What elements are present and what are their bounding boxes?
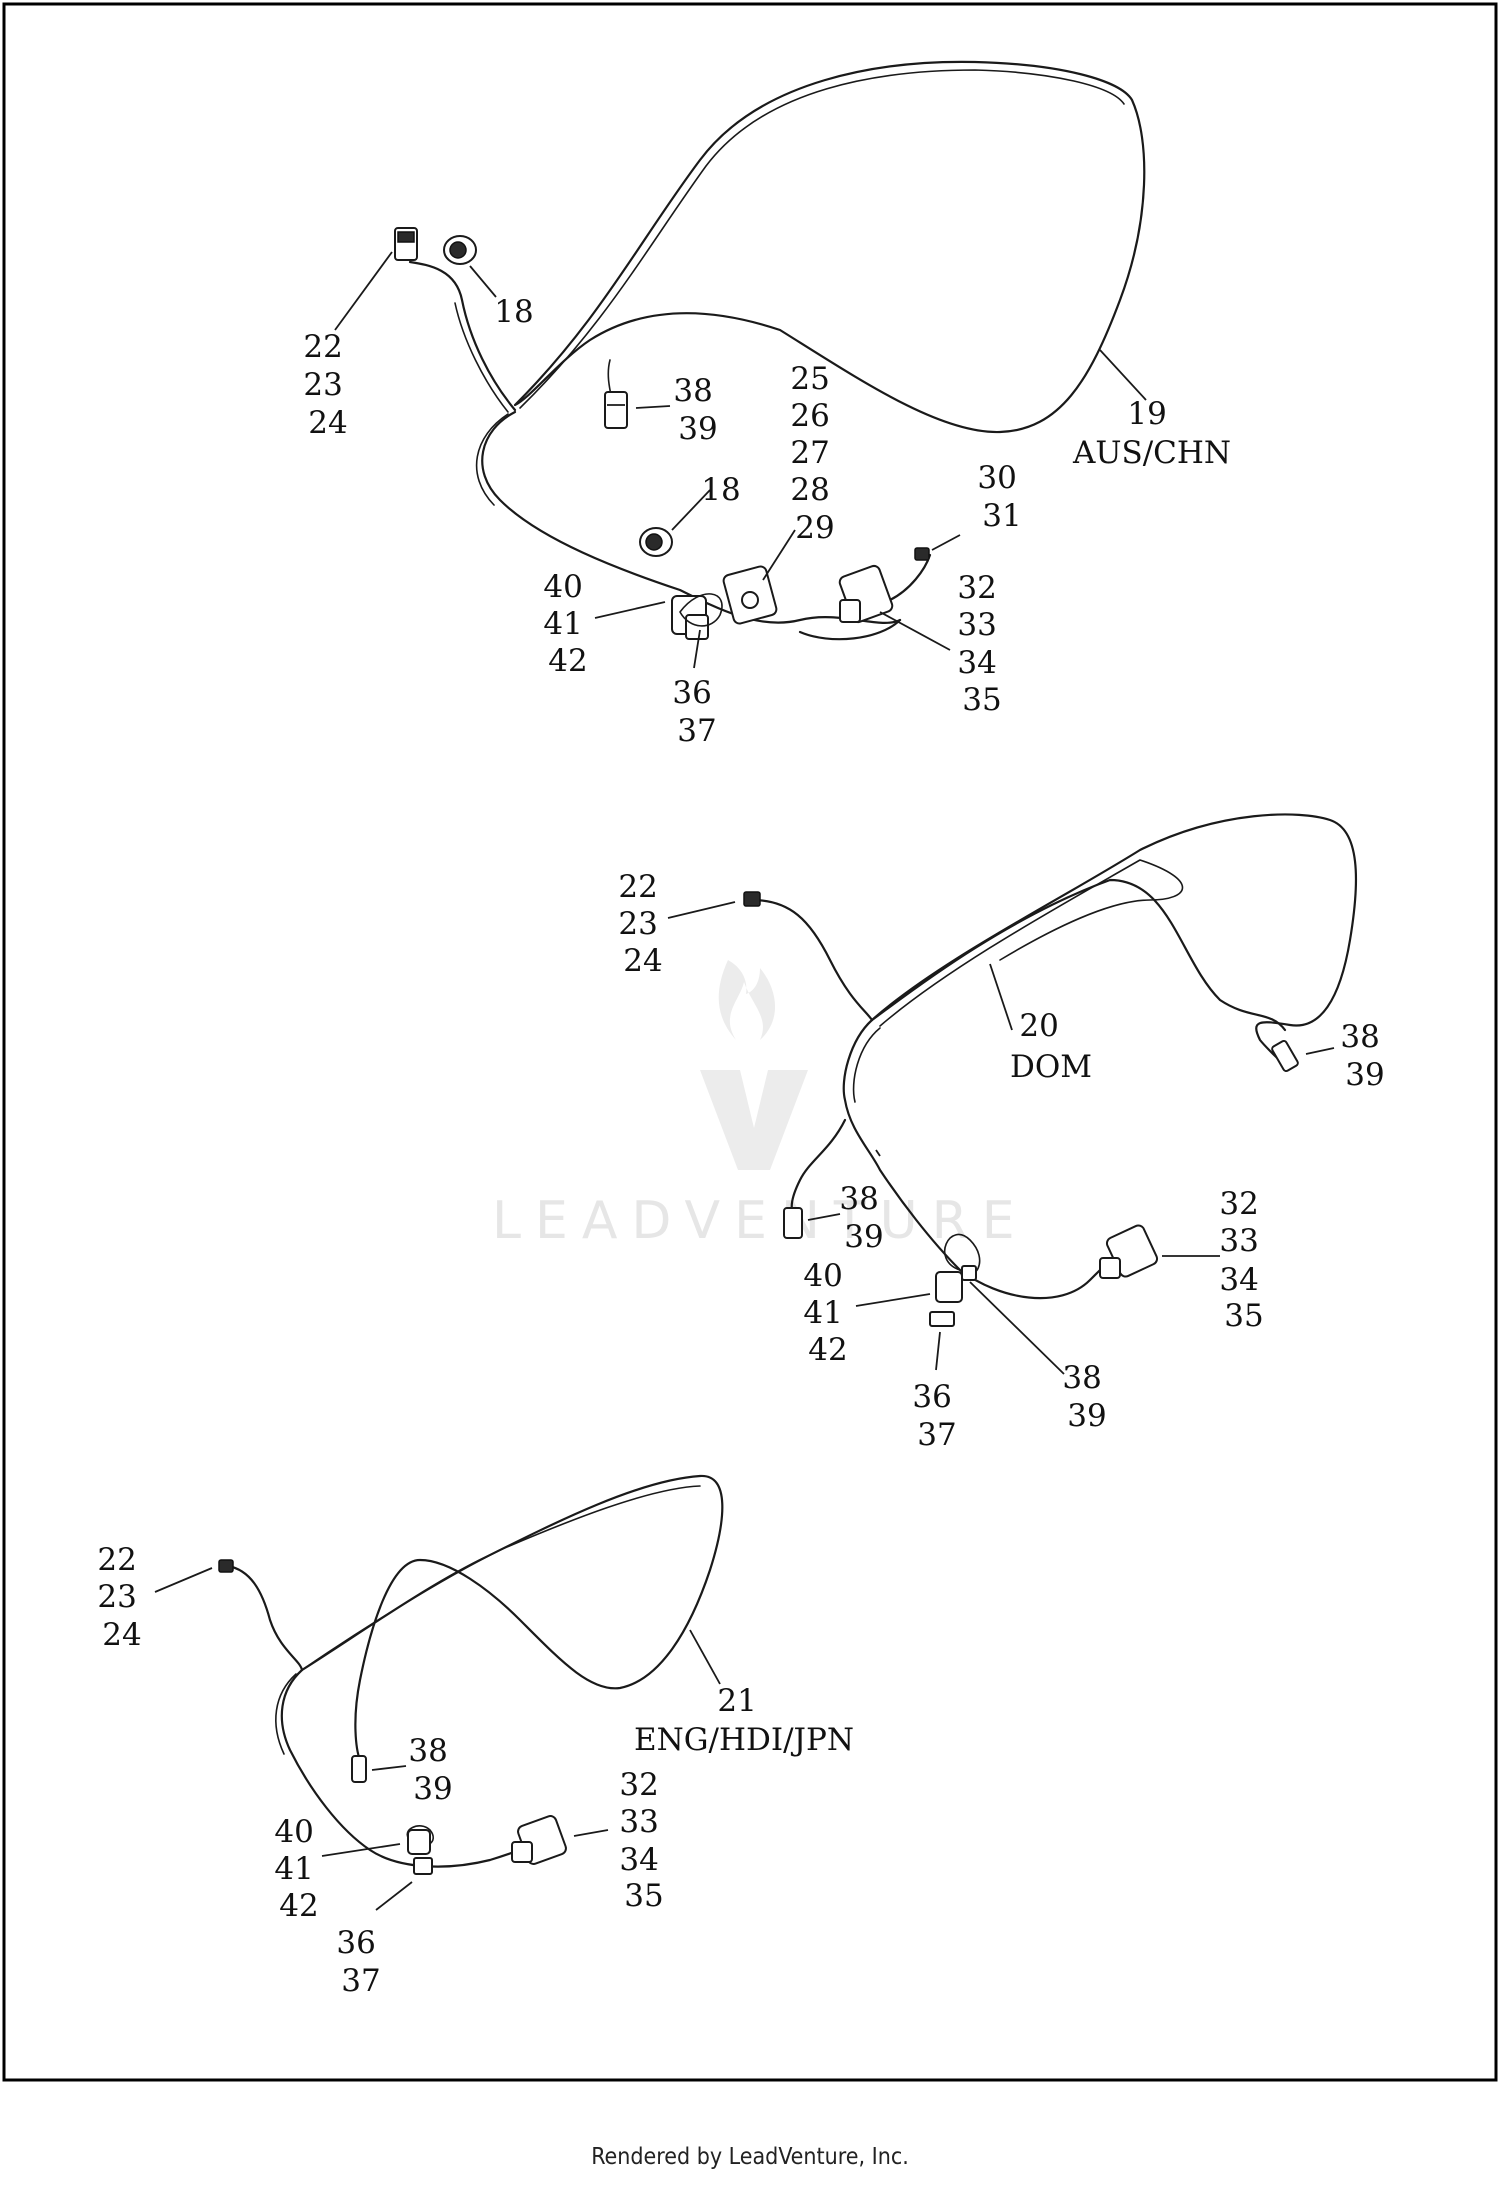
callout-38-39-c: 38 39: [839, 1181, 888, 1255]
callout-22-23-24-a: 22 23 24: [303, 329, 352, 441]
callout-32-35-c: 32 33 34 35: [619, 1767, 668, 1914]
callout-19-aus-chn: 19 AUS/CHN: [1072, 396, 1231, 471]
harness-20-drawing: [743, 813, 1358, 1327]
callout-18-b: 18: [701, 472, 740, 508]
harness-21-drawing: [218, 1474, 724, 1875]
callout-32-35-a: 32 33 34 35: [957, 570, 1006, 718]
leadventure-watermark: LEADVENTURE: [492, 960, 1029, 1251]
harness-19-drawing: [394, 60, 1146, 641]
diagram-frame: [2, 2, 1498, 2082]
callout-22-23-24-b: 22 23 24: [618, 869, 667, 979]
callout-21-eng-hdi-jpn: 21 ENG/HDI/JPN: [634, 1683, 854, 1758]
callout-22-23-24-c: 22 23 24: [97, 1542, 146, 1653]
callout-36-37-a: 36 37: [672, 675, 721, 749]
leader-lines: [154, 251, 1335, 1911]
callout-40-42-a: 40 41 42: [543, 569, 592, 679]
callout-18-a: 18: [494, 294, 533, 330]
callout-40-42-b: 40 41 42: [803, 1258, 852, 1368]
callout-38-39-b: 38 39: [1340, 1019, 1389, 1093]
callout-30-31-a: 30 31: [977, 460, 1026, 534]
callout-36-37-b: 36 37: [912, 1379, 961, 1453]
callout-38-39-a: 38 39: [673, 373, 722, 447]
callout-38-39-d: 38 39: [1062, 1360, 1111, 1434]
callout-25-29-a: 25 26 27 28 29: [790, 361, 839, 546]
callout-32-35-b: 32 33 34 35: [1219, 1186, 1268, 1334]
callout-40-42-c: 40 41 42: [274, 1814, 323, 1924]
footer-credit: Rendered by LeadVenture, Inc.: [591, 2144, 909, 2170]
callout-labels: 22 23 24 18 38 39 25 26 27 28 29 19 AUS/…: [97, 294, 1389, 1999]
callout-36-37-c: 36 37: [336, 1925, 385, 1999]
watermark-text: LEADVENTURE: [492, 1191, 1029, 1251]
callout-38-39-e: 38 39: [408, 1733, 457, 1807]
callout-20-dom: 20 DOM: [1010, 1008, 1092, 1085]
